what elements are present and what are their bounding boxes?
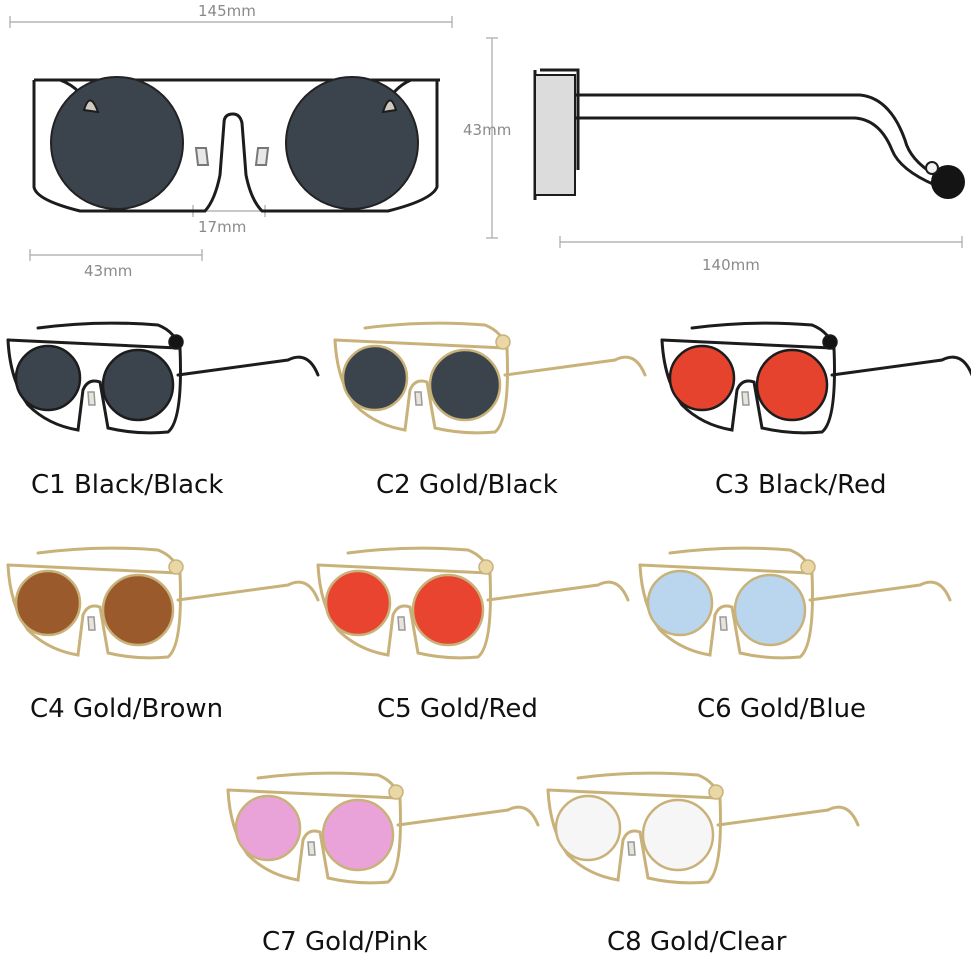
right-lens [641, 798, 715, 872]
left-lens [646, 569, 714, 637]
nose-pad [719, 616, 728, 631]
right-lens [321, 798, 395, 872]
nose-pad [414, 391, 423, 406]
side-lens-edge [534, 74, 576, 196]
variant-glasses-5 [316, 546, 630, 660]
temple-arm [716, 805, 860, 827]
frame-top-bar [316, 563, 490, 575]
hinge-ball [168, 334, 184, 350]
hinge-ball [495, 334, 511, 350]
frame-height-label: 43mm [463, 121, 512, 139]
right-lens [411, 573, 485, 647]
hinge-ball [822, 334, 838, 350]
right-lens [428, 348, 502, 422]
frame-top-bar [6, 338, 180, 350]
variant-label-c2: C2 Gold/Black [376, 470, 558, 500]
variant-label-c1: C1 Black/Black [31, 470, 224, 500]
lens-width-label: 43mm [84, 262, 133, 280]
variant-glasses-4 [6, 546, 320, 660]
side-view-glasses [533, 68, 965, 200]
temple-arm [486, 580, 630, 602]
left-lens [668, 344, 736, 412]
side-temple-tip [931, 165, 965, 199]
temple-arm [176, 355, 320, 377]
variant-glasses-3 [660, 321, 971, 435]
frame-top-bar [546, 788, 720, 800]
nose-pad [397, 616, 406, 631]
temple-arm [503, 355, 647, 377]
temple-arm [176, 580, 320, 602]
frame-top-bar [638, 563, 812, 575]
nose-pad [627, 841, 636, 856]
temple-length-label: 140mm [702, 256, 760, 274]
temple-arm [808, 580, 952, 602]
variant-label-c5: C5 Gold/Red [377, 694, 538, 724]
variant-label-c3: C3 Black/Red [715, 470, 887, 500]
hinge-ball [708, 784, 724, 800]
variant-glasses-1 [6, 321, 320, 435]
hinge-ball [800, 559, 816, 575]
right-lens [733, 573, 807, 647]
nose-pad [87, 391, 96, 406]
left-lens [14, 344, 82, 412]
front-view-glasses [32, 76, 440, 213]
variant-label-c6: C6 Gold/Blue [697, 694, 867, 724]
frame-top-bar [6, 563, 180, 575]
left-lens [341, 344, 409, 412]
left-lens [554, 794, 622, 862]
variant-glasses-6 [638, 546, 952, 660]
frame-top-bar [660, 338, 834, 350]
nose-pad [307, 841, 316, 856]
nose-pad [741, 391, 750, 406]
temple-arm [396, 805, 540, 827]
variant-glasses-2 [333, 321, 647, 435]
right-lens [755, 348, 829, 422]
nose-pad [87, 616, 96, 631]
hinge-ball [168, 559, 184, 575]
frame-top-bar [333, 338, 507, 350]
left-lens [14, 569, 82, 637]
left-lens [324, 569, 392, 637]
left-lens [234, 794, 302, 862]
right-lens [101, 573, 175, 647]
right-lens [101, 348, 175, 422]
total-width-line [9, 16, 963, 261]
hinge-ball [388, 784, 404, 800]
temple-arm [830, 355, 971, 377]
frame-top-bar [226, 788, 400, 800]
variant-glasses-7 [226, 771, 540, 885]
hinge-ball [478, 559, 494, 575]
total-width-label: 145mm [198, 2, 256, 20]
variant-label-c4: C4 Gold/Brown [30, 694, 224, 724]
variant-glasses-8 [546, 771, 860, 885]
variant-label-c7: C7 Gold/Pink [262, 927, 428, 957]
variant-label-c8: C8 Gold/Clear [607, 927, 787, 957]
bridge-width-label: 17mm [198, 218, 247, 236]
